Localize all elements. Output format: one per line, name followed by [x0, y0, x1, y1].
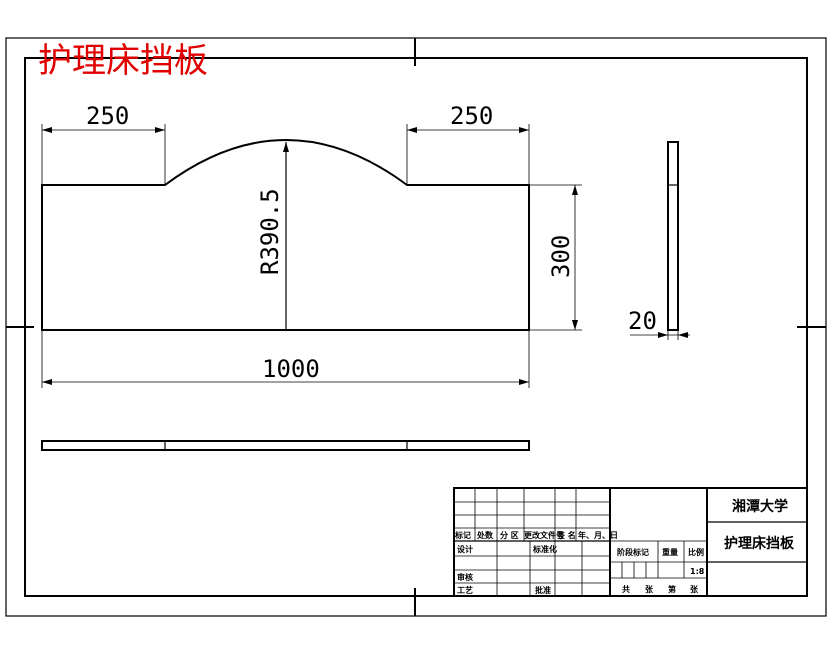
drawing-title: 护理床挡板 [38, 41, 208, 81]
tb-sheets-current: 第 [668, 584, 676, 594]
tb-sheets-total: 共 [622, 584, 630, 594]
dim-label-height: 300 [547, 235, 575, 278]
radius-arrow [283, 142, 289, 152]
arrow-height-b [572, 320, 578, 330]
tb-scale: 1:8 [690, 567, 705, 576]
tb-header-mark: 标记 [454, 530, 471, 540]
tb-stage-mark: 阶段标记 [617, 547, 649, 557]
tb-weight: 重量 [662, 547, 678, 557]
arrow-thick-a [658, 332, 668, 338]
arrow-left-250-b [155, 127, 165, 133]
arrow-thick-b [678, 332, 688, 338]
title-block [453, 487, 808, 597]
radius-label: R390.5 [256, 188, 284, 275]
tb-header-docno: 更改文件号 [524, 530, 564, 540]
tb-sheets-unit-1: 张 [645, 585, 654, 594]
tb-university: 湘潭大学 [732, 498, 788, 515]
tb-part-name: 护理床挡板 [724, 535, 795, 552]
arrow-height-a [572, 185, 578, 195]
arrow-right-250-a [407, 127, 417, 133]
dim-label-right-250: 250 [450, 102, 493, 130]
dim-label-left-250: 250 [86, 102, 129, 130]
tb-standard: 标准化 [532, 544, 557, 554]
dim-label-total: 1000 [262, 355, 320, 383]
board-top-view [41, 440, 530, 451]
tb-header-sign: 签 名 [556, 530, 576, 540]
sheet-inner-frame [24, 57, 808, 597]
tb-header-zone: 分 区 [500, 530, 519, 540]
tb-approve: 批准 [535, 585, 551, 595]
arrow-left-250-a [42, 127, 52, 133]
board-side-view [667, 141, 679, 331]
arrow-total-b [519, 379, 529, 385]
tb-design: 设计 [457, 544, 473, 554]
tb-header-date: 年、月、日 [578, 530, 618, 540]
arrow-right-250-b [519, 127, 529, 133]
dim-label-thickness: 20 [628, 307, 657, 335]
tb-header-count: 处数 [476, 530, 494, 540]
tb-review: 审核 [457, 572, 473, 582]
tb-ratio: 比例 [688, 547, 704, 557]
tb-sheets-unit-2: 张 [690, 585, 699, 594]
arrow-total-a [42, 379, 52, 385]
tb-process: 工艺 [457, 585, 473, 595]
